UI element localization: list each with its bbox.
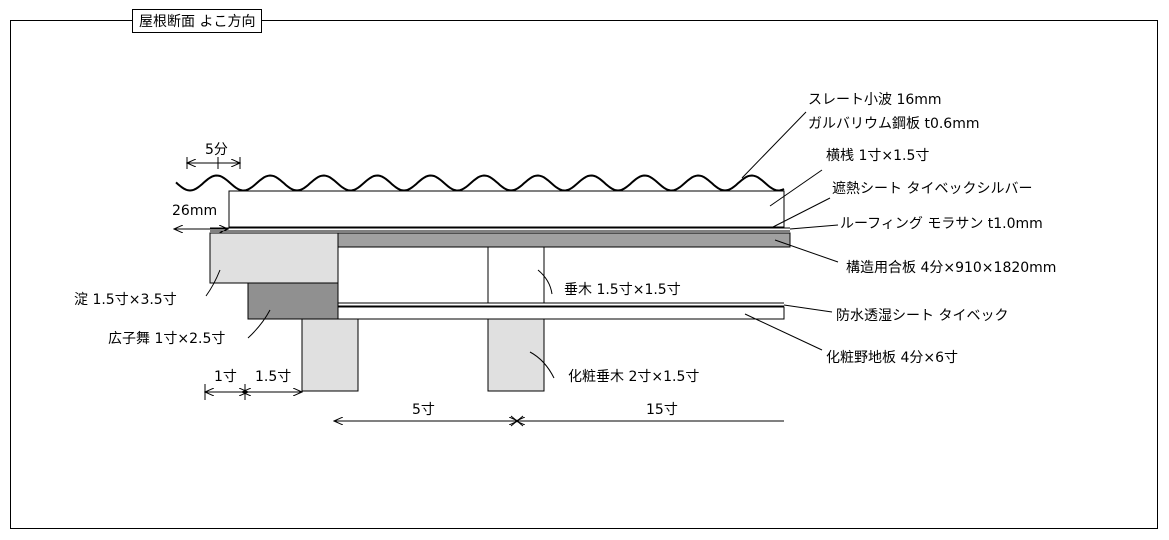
leader-plywood: [774, 239, 839, 263]
label-bousui: 防水透湿シート タイベック: [836, 308, 1008, 324]
corrugated-slate-wave: [175, 174, 785, 192]
label-yodo: 淀 1.5寸×3.5寸: [74, 292, 177, 308]
leader-shanetsu: [772, 197, 831, 228]
label-keshou-taruki: 化粧垂木 2寸×1.5寸: [568, 369, 699, 385]
dim-overhang-text: 26mm: [172, 203, 217, 219]
label-shanetsu: 遮熱シート タイベックシルバー: [832, 181, 1032, 197]
leader-bousui: [783, 304, 833, 313]
leader-taruki: [537, 269, 553, 295]
label-keshou-nojiita: 化粧野地板 4分×6寸: [826, 350, 958, 366]
plywood-board: [323, 232, 791, 248]
label-galvalume: ガルバリウム鋼板 t0.6mm: [808, 116, 979, 132]
leader-slate: [741, 111, 807, 179]
label-hirokomai: 広子舞 1寸×2.5寸: [108, 331, 225, 347]
leader-keshou-nojiita: [744, 313, 823, 351]
label-yokosan: 横桟 1寸×1.5寸: [826, 148, 929, 164]
drawing-title: 屋根断面 よこ方向: [132, 9, 263, 33]
dim-5sun-mid-tick-b: [510, 415, 524, 427]
dim-wave-pitch-text: 5分: [205, 142, 228, 158]
leader-yodo: [205, 269, 221, 297]
dim-5sun-text: 5寸: [412, 402, 435, 418]
leader-roofing: [789, 224, 839, 230]
leader-hirokomai: [247, 309, 271, 339]
leader-keshou-taruki: [529, 351, 555, 379]
keshou-taruki-left: [301, 318, 359, 392]
yokosan-batten: [228, 190, 785, 228]
label-plywood: 構造用合板 4分×910×1820mm: [846, 260, 1056, 276]
dim-15sun-text: 15寸: [646, 402, 678, 418]
keshou-nojiita-board: [301, 306, 785, 320]
drawing-frame: [10, 20, 1158, 529]
yodo-board: [209, 232, 339, 284]
taruki-rafter: [487, 246, 545, 304]
leader-yokosan: [769, 169, 823, 207]
label-slate: スレート小波 16mm: [808, 92, 942, 108]
dim-1-5sun-text: 1.5寸: [255, 369, 291, 385]
label-taruki: 垂木 1.5寸×1.5寸: [564, 282, 681, 298]
dim-1sun-text: 1寸: [214, 369, 237, 385]
hirokomai-board: [247, 282, 339, 320]
label-roofing: ルーフィング モラサン t1.0mm: [840, 216, 1043, 232]
